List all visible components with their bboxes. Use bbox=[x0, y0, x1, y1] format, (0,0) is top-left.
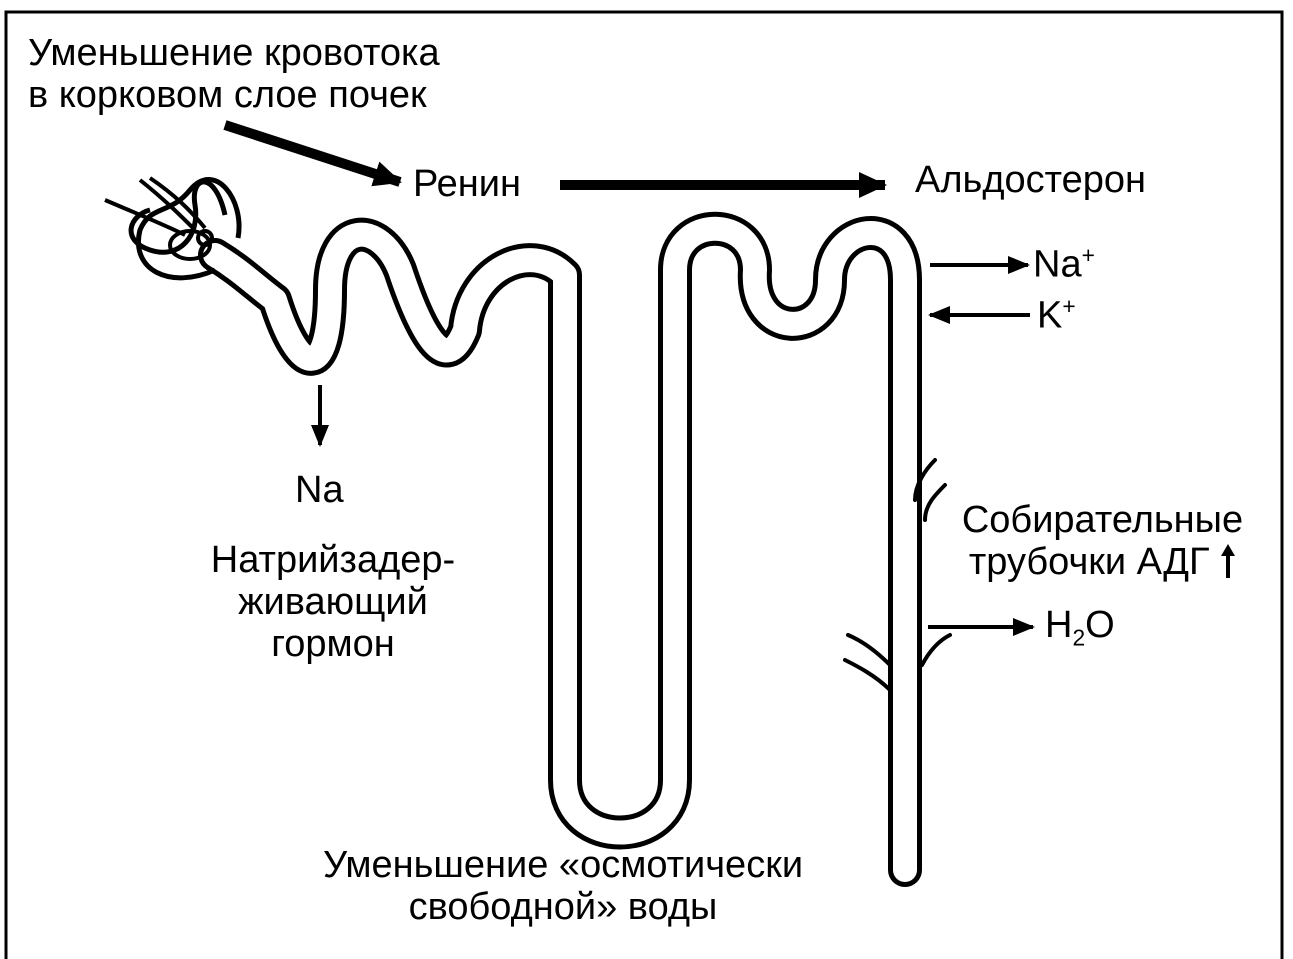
natriuretic-hormone-label: Натрийзадер- живающий гормон bbox=[183, 539, 483, 665]
na-plus-charge: + bbox=[1081, 242, 1095, 268]
diagram-border bbox=[4, 10, 1284, 959]
na-plus-symbol: Na bbox=[1033, 243, 1082, 286]
k-plus-symbol: K bbox=[1037, 294, 1063, 337]
cortical-flow-label: Уменьшение кровотока в корковом слое поч… bbox=[28, 32, 440, 117]
na-label: Na bbox=[295, 469, 344, 511]
natriuretic-line1: Натрийзадер- bbox=[210, 539, 456, 581]
renin-label: Ренин bbox=[413, 163, 522, 205]
cortical-to-renin-arrow bbox=[223, 120, 402, 187]
cortical-flow-line1: Уменьшение кровотока bbox=[28, 32, 440, 74]
collecting-line2: трубочки АДГ bbox=[930, 540, 1275, 584]
natriuretic-line2: живающий bbox=[238, 580, 428, 623]
water-subscript: 2 bbox=[1072, 624, 1086, 651]
k-plus-charge: + bbox=[1062, 293, 1076, 319]
collecting-ducts-label: Собирательные трубочки АДГ bbox=[930, 499, 1275, 584]
collecting-duct-branches bbox=[843, 458, 952, 692]
free-water-label: Уменьшение «осмотически свободной» воды bbox=[258, 844, 868, 929]
water-o: O bbox=[1085, 604, 1115, 646]
water-label: H2O bbox=[1045, 604, 1115, 651]
aldosterone-label: Альдостерон bbox=[915, 159, 1146, 201]
free-water-line1: Уменьшение «осмотически bbox=[322, 844, 804, 886]
collecting-line1: Собирательные bbox=[961, 499, 1244, 541]
nephron-tubule bbox=[198, 211, 922, 887]
free-water-line2: свободной» воды bbox=[408, 885, 718, 928]
na-plus-label: Na+ bbox=[1033, 242, 1095, 286]
cortical-flow-line2: в корковом слое почек bbox=[28, 73, 427, 116]
glomerulus bbox=[104, 176, 242, 281]
water-h: H bbox=[1045, 604, 1073, 646]
natriuretic-line3: гормон bbox=[271, 622, 395, 665]
k-plus-label: K+ bbox=[1037, 293, 1076, 337]
collecting-line2-text: трубочки АДГ bbox=[968, 540, 1210, 583]
arrow-up-icon bbox=[1221, 543, 1236, 578]
